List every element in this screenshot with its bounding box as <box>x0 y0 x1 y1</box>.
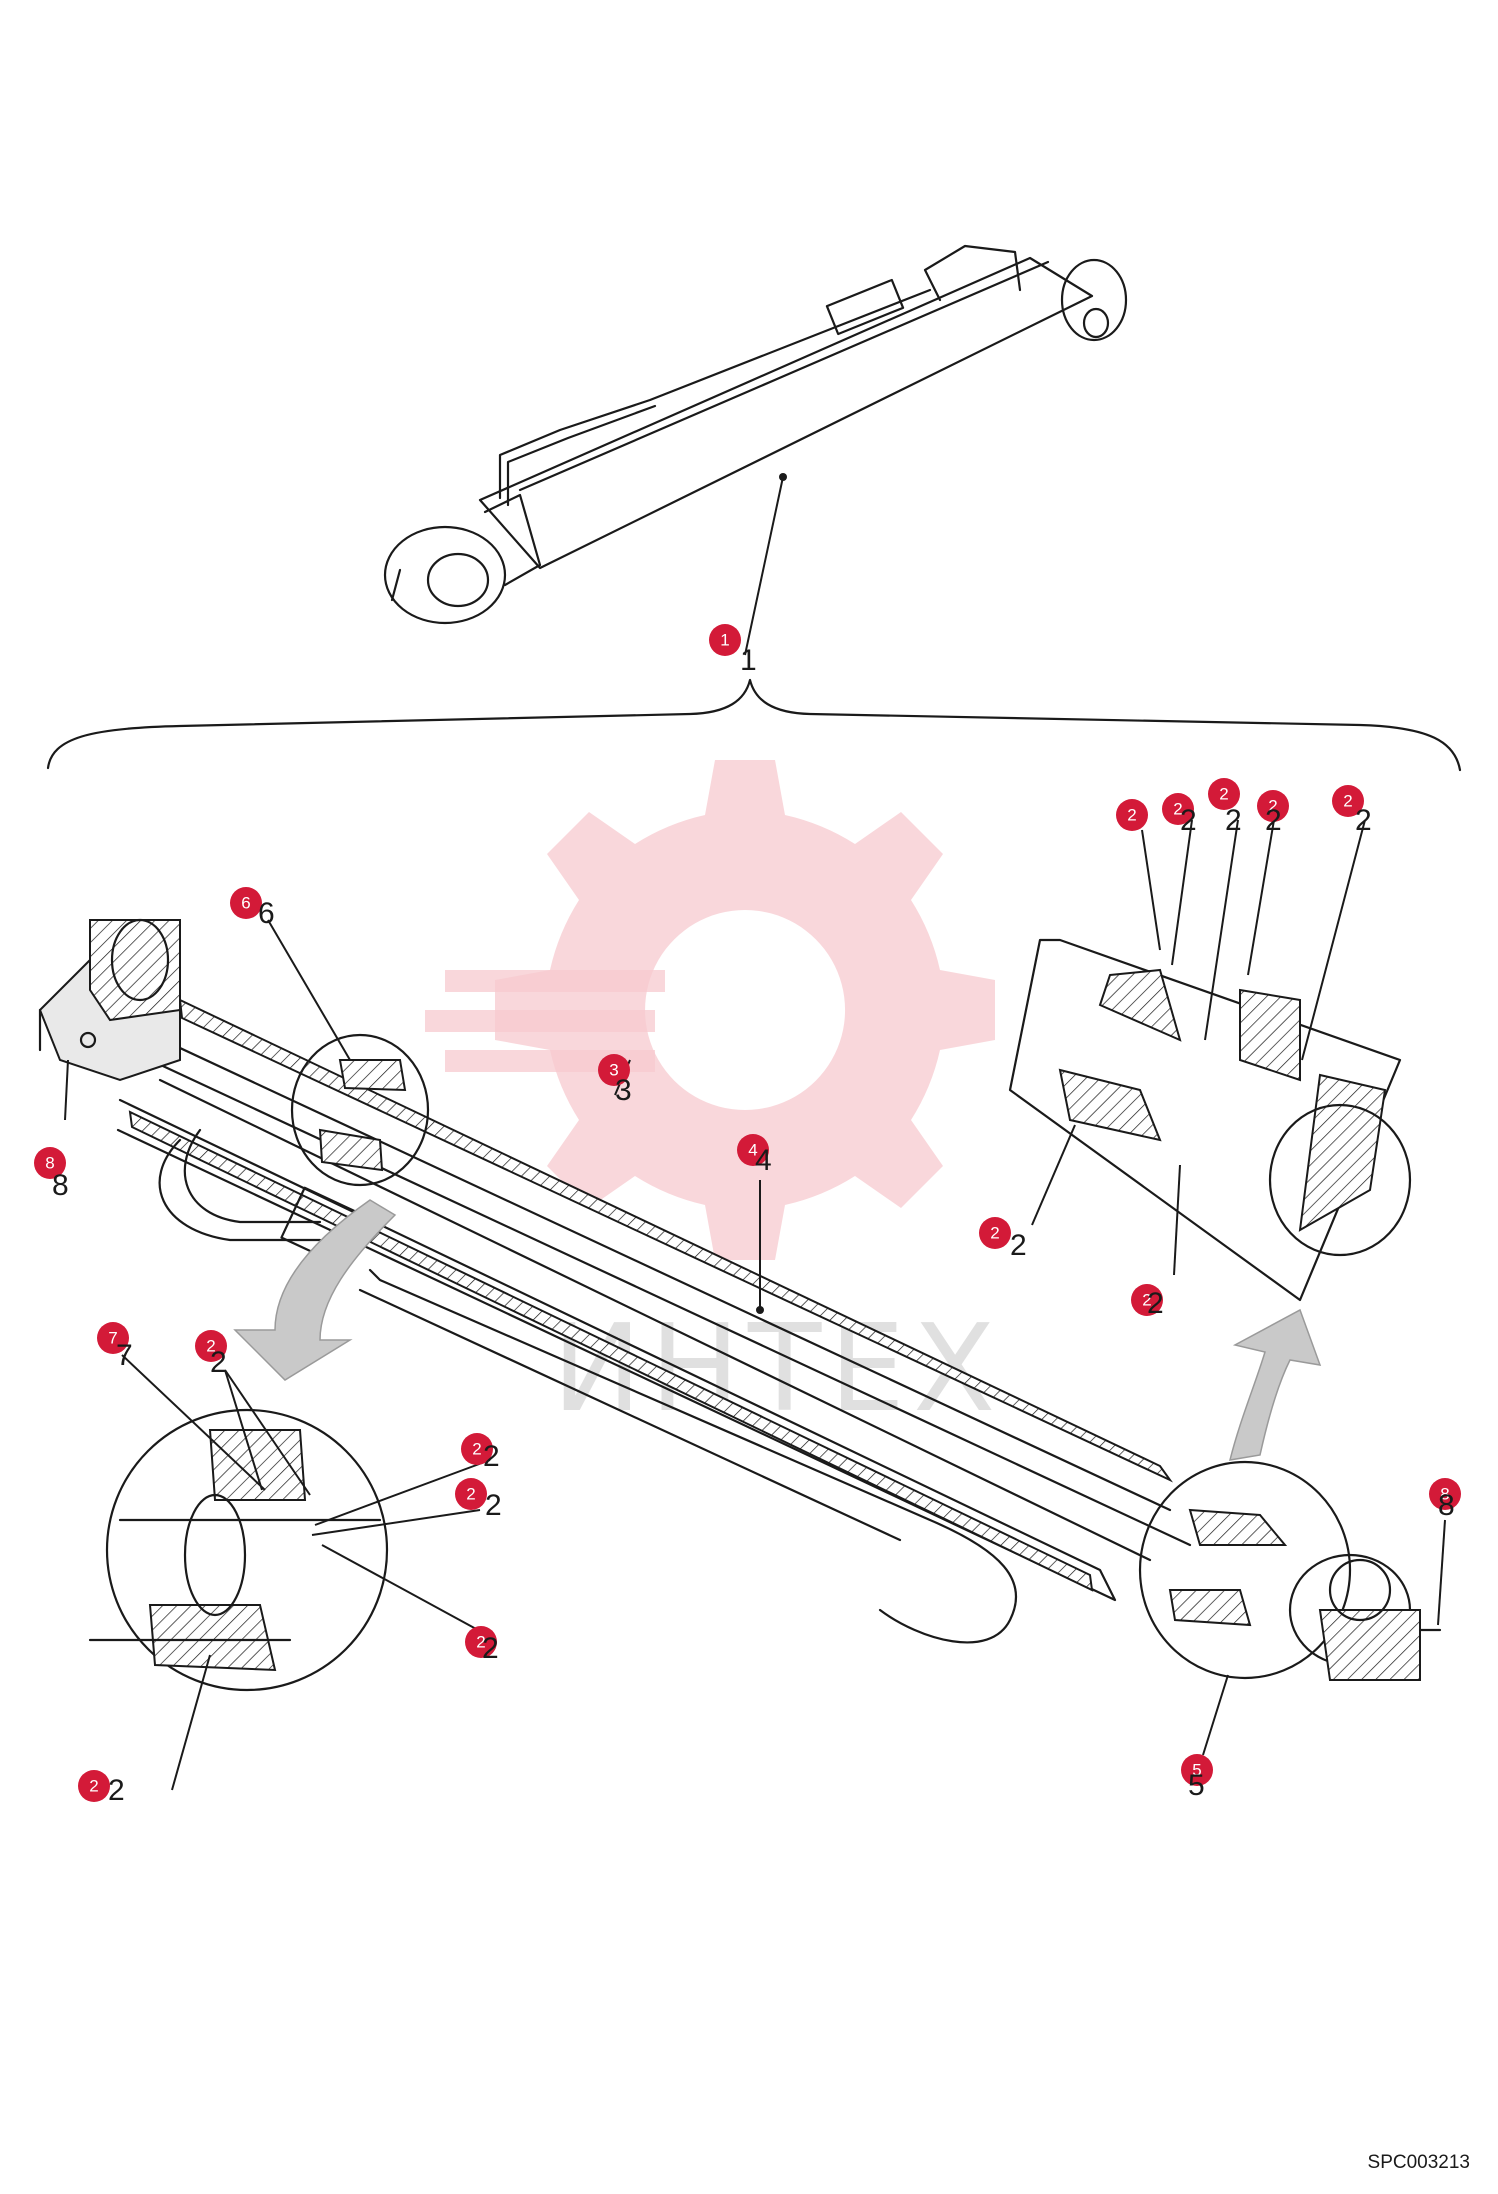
callout-2i: 2 <box>461 1433 493 1465</box>
plain-number: 7 <box>116 1339 133 1372</box>
callout-2e: 2 <box>1332 785 1364 817</box>
callout-4: 4 <box>737 1134 769 1166</box>
plain-number: 2 <box>483 1440 500 1473</box>
callout-label: 5 <box>1192 1761 1201 1780</box>
plain-number: 4 <box>755 1144 772 1177</box>
callout-label: 2 <box>1268 797 1277 816</box>
assembled-cylinder <box>383 244 1128 625</box>
plain-number: 1 <box>740 644 757 677</box>
callout-7: 7 <box>97 1322 129 1354</box>
callout-label: 2 <box>1343 792 1352 811</box>
plain-number: 2 <box>1180 804 1197 837</box>
callout-label: 2 <box>1173 800 1182 819</box>
callout-6: 6 <box>230 887 262 919</box>
callout-label: 2 <box>89 1777 98 1796</box>
callout-2a: 2 <box>1116 799 1148 831</box>
arrow-to-gland-detail <box>233 1199 397 1381</box>
callout-label: 2 <box>472 1440 481 1459</box>
callouts: 1 2 2 2 2 2 2 2 3 4 6 8 7 2 2 2 2 2 8 5 <box>34 624 1461 1802</box>
plain-number: 2 <box>1355 804 1372 837</box>
callout-2h: 2 <box>195 1330 227 1362</box>
callout-label: 8 <box>1440 1485 1449 1504</box>
plain-number: 6 <box>258 897 275 930</box>
cut-away-cylinder <box>38 918 1442 1681</box>
plain-number: 3 <box>615 1074 632 1107</box>
callout-5: 5 <box>1181 1754 1213 1786</box>
plain-numerals: 1 2 2 2 2 2 3 4 6 8 2 2 5 2 2 2 7 2 8 <box>52 644 1455 1807</box>
plain-number: 5 <box>1188 1769 1205 1802</box>
plain-number: 2 <box>1265 804 1282 837</box>
plain-number: 8 <box>52 1169 69 1202</box>
callout-2b: 2 <box>1162 793 1194 825</box>
callout-8-right: 8 <box>1429 1478 1461 1510</box>
watermark-logo: ИНТЕХ <box>425 760 995 1439</box>
callout-8-left: 8 <box>34 1147 66 1179</box>
callout-2g: 2 <box>1131 1284 1163 1316</box>
callout-label: 2 <box>206 1337 215 1356</box>
plain-number: 2 <box>1010 1229 1027 1262</box>
plain-number: 2 <box>1225 804 1242 837</box>
callout-label: 8 <box>45 1154 54 1173</box>
callout-label: 2 <box>1219 785 1228 804</box>
plain-number: 2 <box>1147 1287 1164 1320</box>
callout-2j: 2 <box>455 1478 487 1510</box>
drawing-code: SPC003213 <box>1367 2152 1470 2173</box>
callout-label: 2 <box>1127 806 1136 825</box>
callout-2f: 2 <box>979 1217 1011 1249</box>
callout-label: 2 <box>476 1633 485 1652</box>
callout-label: 2 <box>1142 1291 1151 1310</box>
detail-view-piston <box>1008 938 1412 1302</box>
leader-lines <box>64 473 1446 1791</box>
callout-label: 1 <box>720 631 729 650</box>
detail-view-gland <box>88 1408 389 1692</box>
assembly-brace <box>46 678 1462 772</box>
plain-number: 2 <box>485 1489 502 1522</box>
callout-label: 2 <box>990 1224 999 1243</box>
callout-label: 3 <box>609 1061 618 1080</box>
callout-label: 7 <box>108 1329 117 1348</box>
callout-2l: 2 <box>78 1770 110 1802</box>
callout-label: 4 <box>748 1141 757 1160</box>
callout-2c: 2 <box>1208 778 1240 810</box>
callout-3: 3 <box>598 1054 630 1086</box>
plain-number: 8 <box>1438 1489 1455 1522</box>
plain-number: 2 <box>108 1774 125 1807</box>
arrow-to-piston-detail <box>1228 1308 1322 1461</box>
callout-label: 2 <box>466 1485 475 1504</box>
plain-number: 2 <box>482 1632 499 1665</box>
callout-1: 1 <box>709 624 741 656</box>
callout-2k: 2 <box>465 1626 497 1658</box>
plain-number: 2 <box>210 1346 227 1379</box>
callout-2d: 2 <box>1257 790 1289 822</box>
callout-label: 6 <box>241 894 250 913</box>
